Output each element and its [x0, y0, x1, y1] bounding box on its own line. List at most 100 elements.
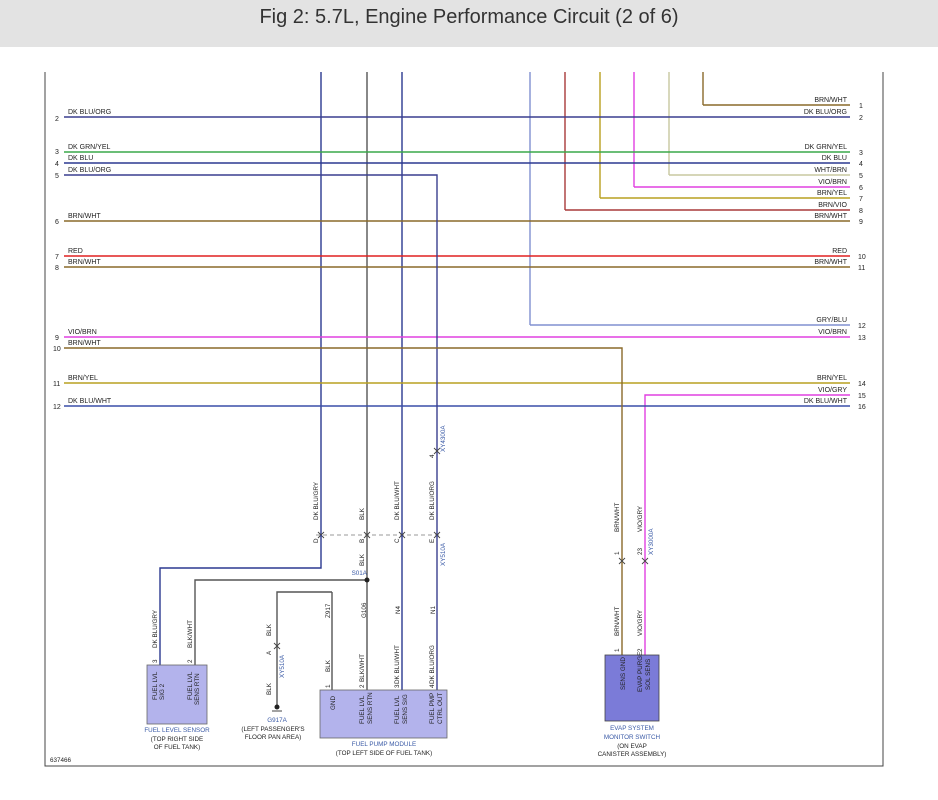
fpm-pin-label: SENS SIG [402, 694, 409, 724]
fpm-location: (TOP LEFT SIDE OF FUEL TANK) [336, 750, 432, 757]
right-row-label: RED [832, 248, 847, 255]
left-row-label: DK BLU [68, 155, 93, 162]
wire-label: VIO/GRY [637, 505, 644, 532]
connector-pin: 2 [637, 648, 644, 652]
left-row-num: 8 [55, 265, 59, 272]
fpm-pin-label: CTRL OUT [437, 693, 444, 724]
connector-pin: B [359, 539, 366, 543]
connector-pin: A [266, 650, 273, 655]
wire-to-fls-pin3 [159, 535, 322, 665]
wire-ground [276, 591, 332, 707]
right-row-num: 16 [858, 404, 866, 411]
circuit-label: G106 [361, 602, 368, 618]
wire-label: BLK [325, 659, 332, 672]
connector-pin: D [313, 538, 320, 543]
right-row-num: 4 [859, 161, 863, 168]
figure-header: Fig 2: 5.7L, Engine Performance Circuit … [0, 0, 938, 47]
connector-pin: 2 [359, 684, 366, 688]
left-row-num: 2 [55, 116, 59, 123]
fls-location: OF FUEL TANK) [154, 744, 200, 751]
left-row-label: VIO/BRN [68, 329, 97, 336]
fuel-level-sensor-box [146, 664, 208, 725]
right-row-num: 8 [859, 208, 863, 215]
connector-pin: 2 [187, 659, 194, 663]
left-row-label: DK BLU/ORG [68, 109, 111, 116]
right-row-label: VIO/GRY [818, 387, 847, 394]
ground-location: FLOOR PAN AREA) [245, 734, 302, 741]
evap-connector-chevrons [618, 557, 649, 565]
evap-name: EVAP SYSTEM [610, 725, 654, 732]
left-row-labels: 2 DK BLU/ORG 3 DK GRN/YEL 4 DK BLU 5 DK … [53, 109, 112, 411]
fls-pin-label: FUEL LVL [187, 671, 194, 700]
wire-label: DK BLU/WHT [394, 481, 401, 520]
right-row-num: 15 [858, 393, 866, 400]
figure-title: Fig 2: 5.7L, Engine Performance Circuit … [259, 6, 679, 28]
left-row-num: 7 [55, 254, 59, 261]
component-pin-labels: FUEL LVL SIG 2 FUEL LVL SENS RTN GND FUE… [152, 652, 652, 724]
fpm-name: FUEL PUMP MODULE [352, 741, 416, 748]
right-row-num: 9 [859, 219, 863, 226]
evap-pin-label: SOL SENS [645, 659, 652, 690]
fls-name: FUEL LEVEL SENSOR [144, 727, 210, 734]
left-row-num: 9 [55, 335, 59, 342]
connector-pin: 1 [614, 551, 621, 555]
connector-pin: 4 [429, 684, 436, 688]
right-row-label: GRY/BLU [816, 317, 847, 324]
wire-label: DK BLU/GRY [152, 609, 159, 648]
left-row-label: BRN/WHT [68, 340, 101, 347]
wire-row-5-dk-blu-org [64, 174, 438, 535]
wire-label: BRN/WHT [614, 606, 621, 636]
ground-location: (LEFT PASSENGER'S [241, 726, 304, 733]
wire-label: DK BLU/WHT [394, 645, 401, 684]
right-row-label: DK GRN/YEL [805, 144, 848, 151]
wire-to-fls-pin2 [194, 579, 367, 665]
left-row-num: 3 [55, 149, 59, 156]
right-row-label: BRN/WHT [814, 97, 847, 104]
right-row-num: 12 [858, 323, 866, 330]
connector-pin: 23 [637, 547, 644, 555]
connector-label: XY510A [279, 654, 286, 678]
fpm-pin-label: FUEL LVL [359, 695, 366, 724]
wire-label: DK BLU/ORG [429, 481, 436, 520]
wire-label: BLK [359, 507, 366, 520]
left-row-label: BRN/YEL [68, 375, 98, 382]
wire-label: VIO/GRY [637, 609, 644, 636]
right-row-label: VIO/BRN [818, 329, 847, 336]
connector-pin: 3 [394, 684, 401, 688]
right-row-label: DK BLU/ORG [804, 109, 847, 116]
circuit-label: Z917 [325, 603, 332, 618]
fls-pin-label: SIG 2 [159, 683, 166, 700]
left-row-num: 12 [53, 404, 61, 411]
wire-label: BLK [266, 623, 273, 636]
splice-dot [364, 577, 370, 583]
circuit-label: N4 [395, 605, 402, 614]
fpm-pin-label: FUEL PMP [429, 693, 436, 724]
connector-pin: C [394, 538, 401, 543]
right-row-label: VIO/BRN [818, 179, 847, 186]
left-row-label: RED [68, 248, 83, 255]
left-row-label: BRN/WHT [68, 213, 101, 220]
ground-label: G917A [267, 717, 287, 724]
wire-label: DK BLU/ORG [429, 645, 436, 684]
fls-pin-label: SENS RTN [194, 673, 201, 705]
right-row-label: WHT/BRN [814, 167, 847, 174]
diagram-frame [44, 72, 884, 767]
component-captions: S01A G917A (LEFT PASSENGER'S FLOOR PAN A… [50, 570, 666, 764]
vertical-wire-labels: DK BLU/GRY BLK DK BLU/WHT DK BLU/ORG 4 X… [152, 425, 655, 695]
right-row-num: 1 [859, 103, 863, 110]
evap-location: (ON EVAP [617, 743, 647, 750]
figure-id: 637466 [50, 757, 72, 764]
fpm-pin-label: SENS RTN [367, 692, 374, 724]
left-row-num: 6 [55, 219, 59, 226]
right-row-label: BRN/WHT [814, 259, 847, 266]
evap-location: CANISTER ASSEMBLY) [598, 751, 667, 758]
connector-pin: 4 [429, 454, 436, 458]
fuel-pump-module-box [319, 689, 448, 739]
right-row-num: 10 [858, 254, 866, 261]
fpm-pin-label: FUEL LVL [394, 695, 401, 724]
right-row-label: BRN/VIO [818, 202, 847, 209]
ground-connector-chevrons [273, 642, 281, 650]
evap-pin-label: SENS GND [620, 657, 627, 690]
left-row-num: 5 [55, 173, 59, 180]
